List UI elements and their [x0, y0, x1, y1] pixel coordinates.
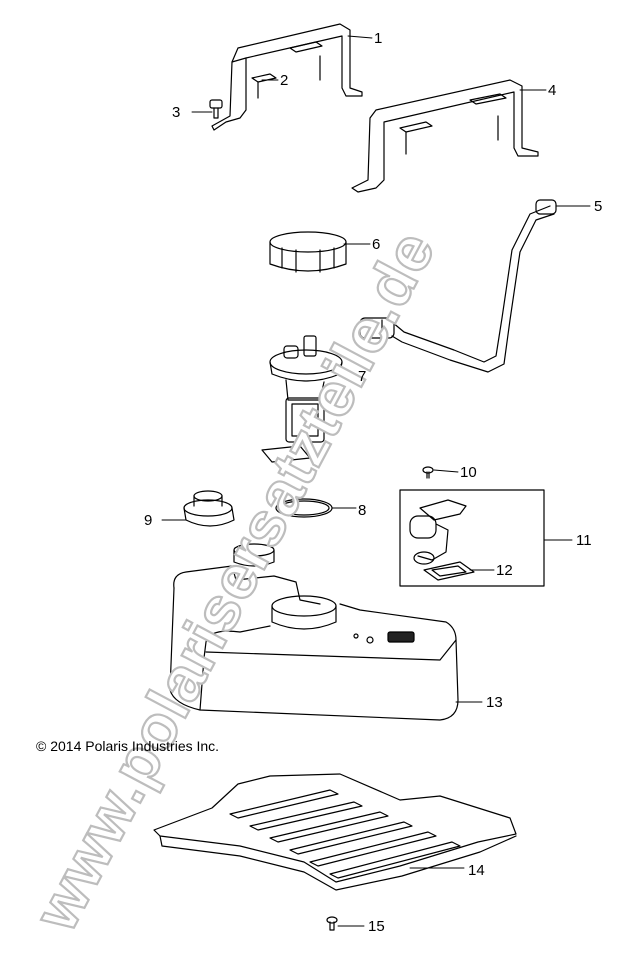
part-9-cap [183, 490, 235, 527]
part-12-gasket [423, 561, 475, 581]
part-3-bolt [209, 99, 223, 119]
callout-3: 3 [172, 104, 181, 121]
callout-6: 6 [372, 236, 381, 253]
part-8-o-ring [275, 498, 333, 518]
part-6-locking-ring [269, 231, 347, 273]
part-4-bracket [351, 79, 539, 193]
callout-13: 13 [486, 694, 503, 711]
callout-10: 10 [460, 464, 477, 481]
callout-2: 2 [280, 72, 289, 89]
callout-5: 5 [594, 198, 603, 215]
part-1-bracket [211, 23, 363, 131]
leader-lines [161, 35, 591, 927]
callout-15: 15 [368, 918, 385, 935]
callout-12: 12 [496, 562, 513, 579]
part-10-screw [422, 466, 434, 479]
part-13-fuel-tank [169, 543, 459, 721]
part-11-sender-box [399, 489, 545, 587]
copyright-notice: © 2014 Polaris Industries Inc. [36, 738, 220, 754]
part-5-fuel-line [359, 199, 557, 373]
callout-9: 9 [144, 512, 153, 529]
callout-11: 11 [576, 532, 592, 549]
part-15-fastener [326, 916, 338, 931]
callout-1: 1 [374, 30, 383, 47]
callout-7: 7 [358, 368, 367, 385]
callout-4: 4 [548, 82, 557, 99]
callout-14: 14 [468, 862, 485, 879]
callout-8: 8 [358, 502, 367, 519]
part-7-fuel-pump [261, 335, 343, 463]
part-14-skid-plate [153, 773, 517, 891]
